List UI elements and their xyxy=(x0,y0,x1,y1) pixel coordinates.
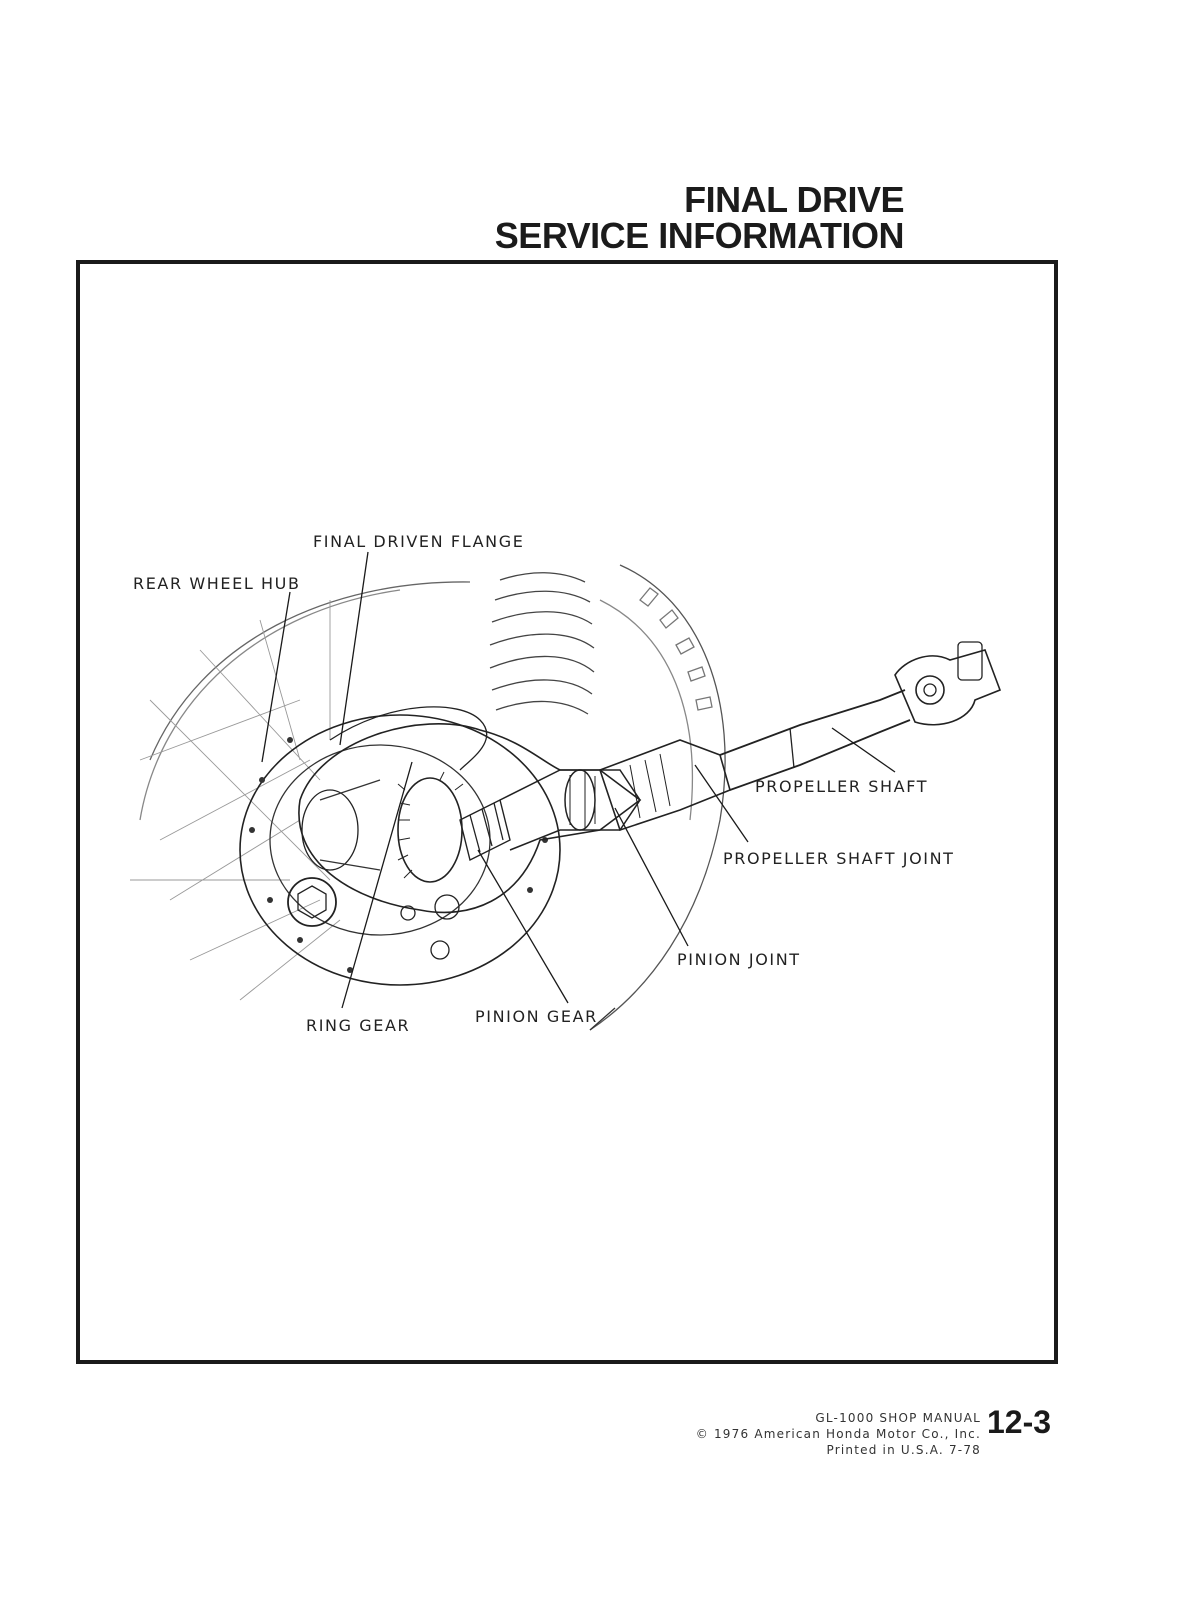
label-pinion-joint: PINION JOINT xyxy=(677,950,801,969)
leader-ring-gear xyxy=(342,762,412,1008)
label-final-driven-flange: FINAL DRIVEN FLANGE xyxy=(313,532,524,551)
gear-case-flange xyxy=(330,707,487,770)
label-propeller-shaft: PROPELLER SHAFT xyxy=(755,777,928,796)
axle-nut xyxy=(288,878,336,926)
label-propeller-shaft-joint: PROPELLER SHAFT JOINT xyxy=(723,849,955,868)
label-ring-gear: RING GEAR xyxy=(306,1016,410,1035)
differential-cage xyxy=(302,790,358,870)
drain-bolt xyxy=(431,941,449,959)
footer-printed: Printed in U.S.A. 7-78 xyxy=(827,1443,981,1457)
page-number: 12-3 xyxy=(987,1404,1051,1441)
tyre-arc-inner xyxy=(600,600,692,820)
propeller-shaft-upper xyxy=(720,690,905,755)
gear-case xyxy=(299,724,640,913)
wheel-rim-arc xyxy=(150,582,470,760)
leader-pinion-joint xyxy=(615,808,688,946)
universal-joint-yoke xyxy=(895,650,1000,725)
label-pinion-gear: PINION GEAR xyxy=(475,1007,598,1026)
leader-final-driven-flange xyxy=(340,552,368,745)
label-rear-wheel-hub: REAR WHEEL HUB xyxy=(133,574,301,593)
wheel-rim-arc-outer xyxy=(140,590,400,820)
leader-propeller-shaft xyxy=(832,728,895,772)
footer-manual-title: GL-1000 SHOP MANUAL xyxy=(815,1411,981,1425)
disc-bolts xyxy=(249,737,548,973)
wheel-spokes xyxy=(130,600,340,1000)
footer-copyright: © 1976 American Honda Motor Co., Inc. xyxy=(696,1427,981,1441)
ring-gear xyxy=(398,778,462,882)
shock-spring xyxy=(490,573,594,714)
leader-rear-wheel-hub xyxy=(262,592,290,762)
leader-propeller-shaft-joint xyxy=(695,765,748,842)
pinion-gear xyxy=(460,800,510,860)
